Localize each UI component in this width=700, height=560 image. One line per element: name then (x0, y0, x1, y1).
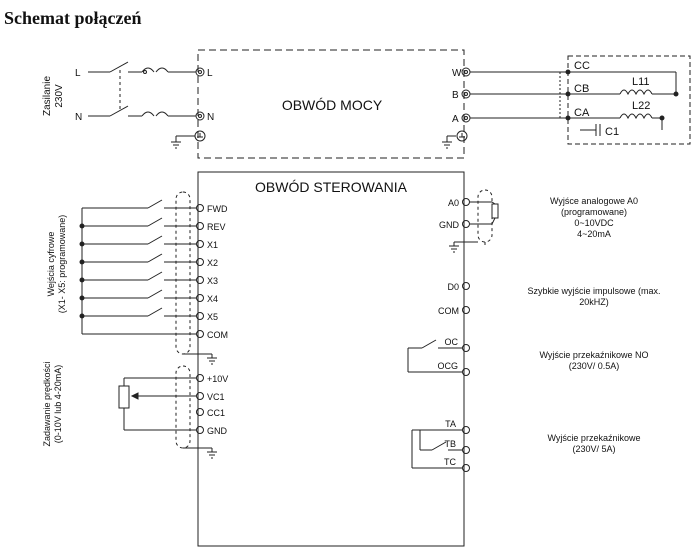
desc-pulse-line2: 20kHZ) (579, 297, 609, 307)
speed-setpoint-wiring (118, 365, 217, 459)
motor-label-L11: L11 (632, 76, 650, 88)
desc-analog-line3: 0~10VDC (574, 218, 614, 228)
terminal-label-N: N (207, 112, 214, 123)
control-circuit-box (197, 171, 465, 547)
terminal-COM-digital: COM (207, 330, 228, 340)
output-terminals (461, 67, 568, 123)
terminal-OCG: OCG (437, 361, 458, 371)
output-label-A: A (452, 114, 459, 125)
input-label-N: N (75, 112, 82, 123)
terminal-VC1: VC1 (207, 392, 225, 402)
motor-box (565, 55, 691, 145)
speed-label-1: Zadawanie prędkości (42, 361, 52, 446)
terminal-L (190, 67, 205, 77)
terminal-GND-analog: GND (439, 220, 460, 230)
control-section-title: OBWÓD STEROWANIA (255, 179, 408, 195)
output-label-B: B (452, 90, 459, 101)
desc-analog-line1: Wyjśce analogowe A0 (550, 196, 638, 206)
desc-pulse-line1: Szybkie wyjście impulsowe (max. (527, 286, 660, 296)
shield-digital (175, 191, 217, 365)
terminal-A0: A0 (448, 198, 459, 208)
terminal-N (190, 111, 205, 121)
motor-label-CA: CA (574, 107, 590, 119)
terminal-X5: X5 (207, 312, 218, 322)
terminal-X3: X3 (207, 276, 218, 286)
analog-output-wiring (449, 189, 499, 253)
speed-label-2: (0-10V lub 4-20mA) (53, 365, 63, 444)
power-circuit-box (197, 49, 465, 159)
terminal-TB: TB (444, 439, 456, 449)
power-section-title: OBWÓD MOCY (282, 97, 383, 113)
terminal-X1: X1 (207, 240, 218, 250)
desc-relay-line2: (230V/ 5A) (572, 444, 615, 454)
motor-label-C1: C1 (605, 126, 619, 138)
relay-changeover-wiring (411, 426, 470, 472)
motor-label-CB: CB (574, 83, 589, 95)
terminal-REV: REV (207, 222, 226, 232)
desc-no-line1: Wyjście przekaźnikowe NO (540, 350, 649, 360)
digital-inputs-label-2: (X1- X5: programowane) (57, 215, 67, 314)
terminal-TA: TA (445, 419, 456, 429)
digital-inputs-label-1: Wejścia cyfrowe (46, 232, 56, 297)
desc-analog-line4: 4~20mA (577, 229, 611, 239)
pulse-output-terminals (462, 282, 470, 314)
supply-label-2: 230V (54, 84, 65, 108)
digital-terminal-circles (196, 204, 204, 338)
diagram-title: Schemat połączeń (4, 8, 141, 28)
desc-analog-line2: (programowane) (561, 207, 627, 217)
terminal-FWD: FWD (207, 204, 228, 214)
terminal-X4: X4 (207, 294, 218, 304)
terminal-GND-speed: GND (207, 426, 228, 436)
earth-terminal-left (171, 130, 206, 149)
earth-terminal-right (442, 130, 468, 149)
input-label-L: L (75, 68, 81, 79)
terminal-10V: +10V (207, 374, 228, 384)
supply-line-N (88, 70, 190, 117)
relay-no-wiring (407, 339, 470, 376)
motor-label-CC: CC (574, 60, 590, 72)
motor-label-L22: L22 (632, 100, 650, 112)
terminal-COM-pulse: COM (438, 306, 459, 316)
desc-relay-line1: Wyjście przekaźnikowe (548, 433, 641, 443)
terminal-D0: D0 (447, 282, 459, 292)
terminal-label-L: L (207, 68, 213, 79)
terminal-TC: TC (444, 457, 456, 467)
terminal-OC: OC (445, 337, 459, 347)
desc-no-line2: (230V/ 0.5A) (569, 361, 620, 371)
digital-input-wiring (79, 199, 196, 335)
terminal-X2: X2 (207, 258, 218, 268)
output-label-W: W (452, 68, 462, 79)
supply-label-1: Zasilanie (42, 76, 53, 116)
supply-line-L (88, 61, 190, 74)
terminal-CC1: CC1 (207, 408, 225, 418)
